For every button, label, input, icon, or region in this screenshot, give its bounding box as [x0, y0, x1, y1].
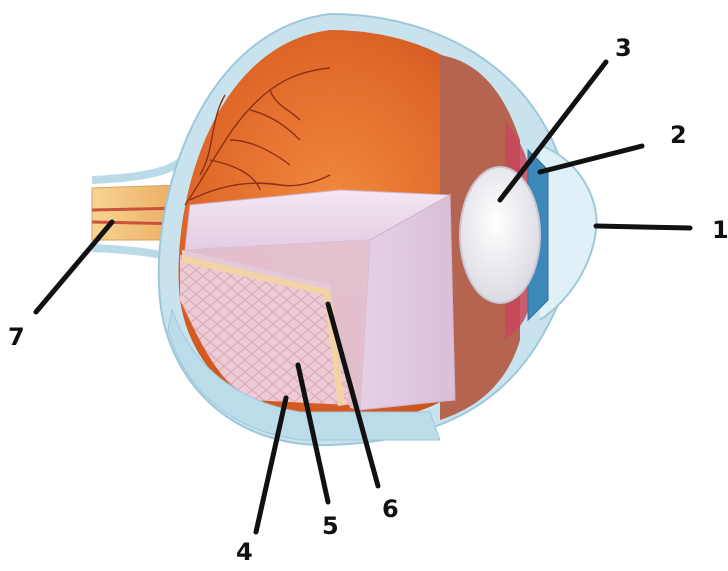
label-6: 6 — [382, 495, 399, 523]
label-1: 1 — [712, 216, 728, 244]
leader-line-1 — [596, 226, 690, 228]
label-3: 3 — [615, 34, 632, 62]
label-5: 5 — [322, 512, 339, 540]
lens — [460, 167, 540, 303]
label-4: 4 — [236, 538, 253, 566]
label-2: 2 — [670, 121, 687, 149]
leader-line-7 — [36, 222, 112, 312]
label-7: 7 — [8, 323, 25, 351]
